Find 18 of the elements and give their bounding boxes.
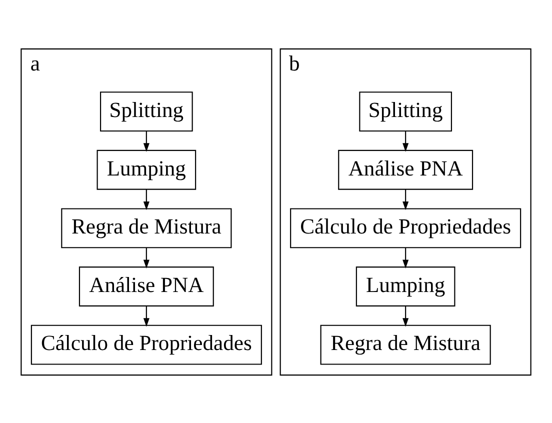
node-box: Lumping [96, 149, 196, 190]
arrow [402, 188, 409, 210]
arrow [143, 130, 150, 152]
arrow [143, 305, 150, 326]
arrow [143, 247, 150, 268]
node-box: Regra de Mistura [61, 208, 232, 248]
arrow [402, 130, 409, 152]
node-box: Splitting [359, 91, 452, 132]
arrow [402, 247, 409, 268]
node-box: Regra de Mistura [320, 324, 491, 364]
node-box: Análise PNA [338, 149, 474, 190]
arrow [402, 305, 409, 326]
node-box: Lumping [356, 266, 456, 306]
node-box: Análise PNA [78, 266, 214, 306]
node-box: Cálculo de Propriedades [290, 208, 522, 248]
node-box: Cálculo de Propriedades [30, 324, 262, 364]
arrow [143, 188, 150, 210]
node-box: Splitting [100, 91, 193, 132]
